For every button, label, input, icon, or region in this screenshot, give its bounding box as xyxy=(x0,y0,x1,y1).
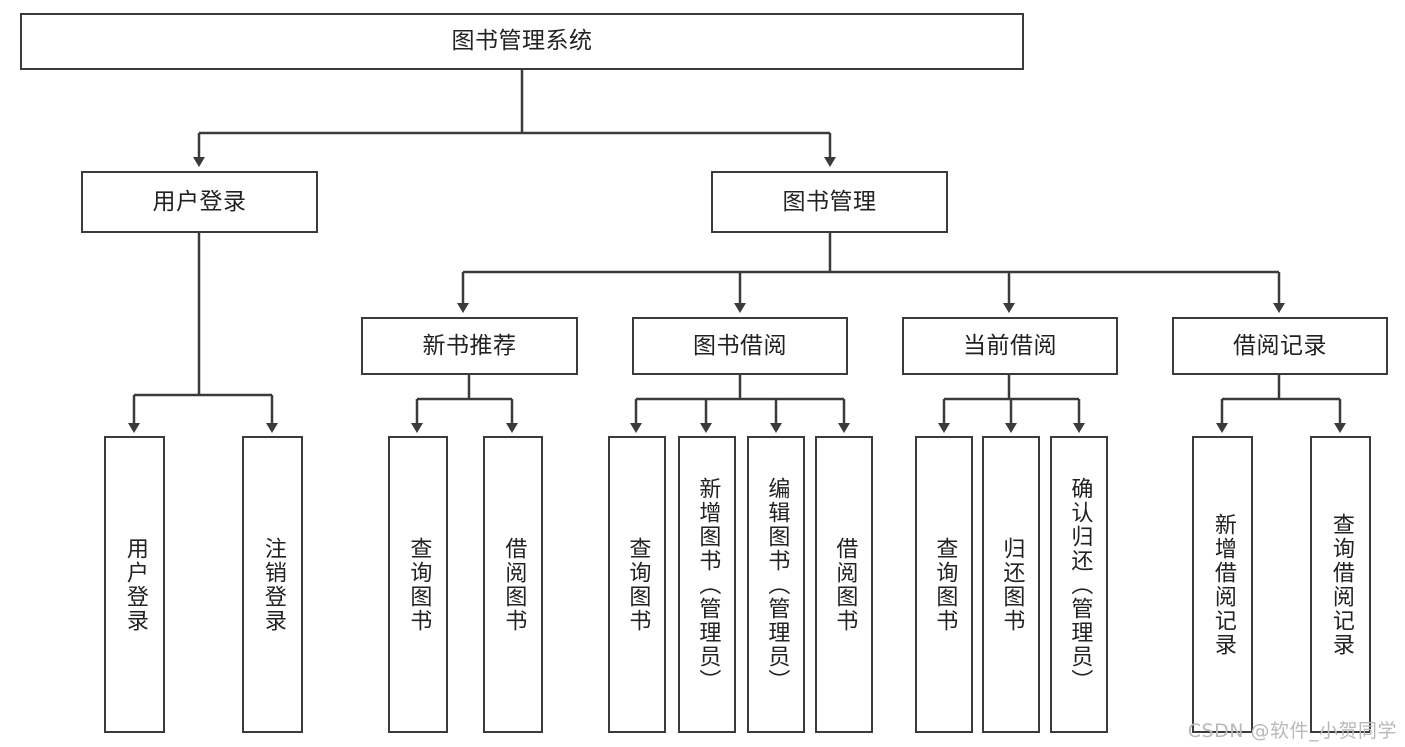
node-label: 查询图书 xyxy=(625,536,651,633)
leaf-borrow-borrow-book[interactable]: 借阅图书 xyxy=(815,436,873,733)
node-label: 新书推荐 xyxy=(422,332,517,359)
node-label: 新增图书（管理员） xyxy=(695,476,721,693)
node-label: 当前借阅 xyxy=(963,332,1057,359)
node-book-borrow[interactable]: 图书借阅 xyxy=(632,317,848,375)
node-label: 确认归还（管理员） xyxy=(1067,476,1093,693)
leaf-user-login-logout[interactable]: 注销登录 xyxy=(242,436,303,733)
node-label: 用户登录 xyxy=(152,188,247,215)
leaf-record-query-record[interactable]: 查询借阅记录 xyxy=(1310,436,1371,733)
node-label: 借阅图书 xyxy=(501,536,527,633)
leaf-current-query-book[interactable]: 查询图书 xyxy=(915,436,973,733)
node-label: 图书管理 xyxy=(782,188,877,215)
node-label: 查询借阅记录 xyxy=(1328,512,1354,657)
node-root-system[interactable]: 图书管理系统 xyxy=(20,13,1024,70)
csdn-watermark: CSDN @软件_小贺同学 xyxy=(1187,720,1397,742)
leaf-recommend-query-book[interactable]: 查询图书 xyxy=(388,436,448,733)
leaf-borrow-add-book-admin[interactable]: 新增图书（管理员） xyxy=(678,436,736,733)
leaf-current-return-book[interactable]: 归还图书 xyxy=(982,436,1040,733)
node-label: 查询图书 xyxy=(406,536,432,633)
leaf-current-confirm-return-admin[interactable]: 确认归还（管理员） xyxy=(1050,436,1108,733)
node-borrow-record[interactable]: 借阅记录 xyxy=(1172,317,1388,375)
node-label: 注销登录 xyxy=(260,536,286,633)
node-label: 归还图书 xyxy=(999,536,1025,633)
node-label: 编辑图书（管理员） xyxy=(764,476,790,693)
leaf-borrow-query-book[interactable]: 查询图书 xyxy=(608,436,666,733)
leaf-user-login-login[interactable]: 用户登录 xyxy=(104,436,165,733)
node-label: 图书借阅 xyxy=(693,332,787,359)
leaf-borrow-edit-book-admin[interactable]: 编辑图书（管理员） xyxy=(747,436,805,733)
node-book-management[interactable]: 图书管理 xyxy=(711,171,948,233)
leaf-recommend-borrow-book[interactable]: 借阅图书 xyxy=(483,436,543,733)
node-label: 新增借阅记录 xyxy=(1210,512,1236,657)
node-label: 查询图书 xyxy=(932,536,958,633)
node-user-login[interactable]: 用户登录 xyxy=(81,171,318,233)
node-new-book-recommend[interactable]: 新书推荐 xyxy=(361,317,578,375)
node-label: 图书管理系统 xyxy=(451,28,593,55)
leaf-record-add-record[interactable]: 新增借阅记录 xyxy=(1192,436,1253,733)
node-current-borrow[interactable]: 当前借阅 xyxy=(902,317,1118,375)
node-label: 借阅图书 xyxy=(832,536,858,633)
node-label: 借阅记录 xyxy=(1233,332,1327,359)
node-label: 用户登录 xyxy=(122,536,148,633)
